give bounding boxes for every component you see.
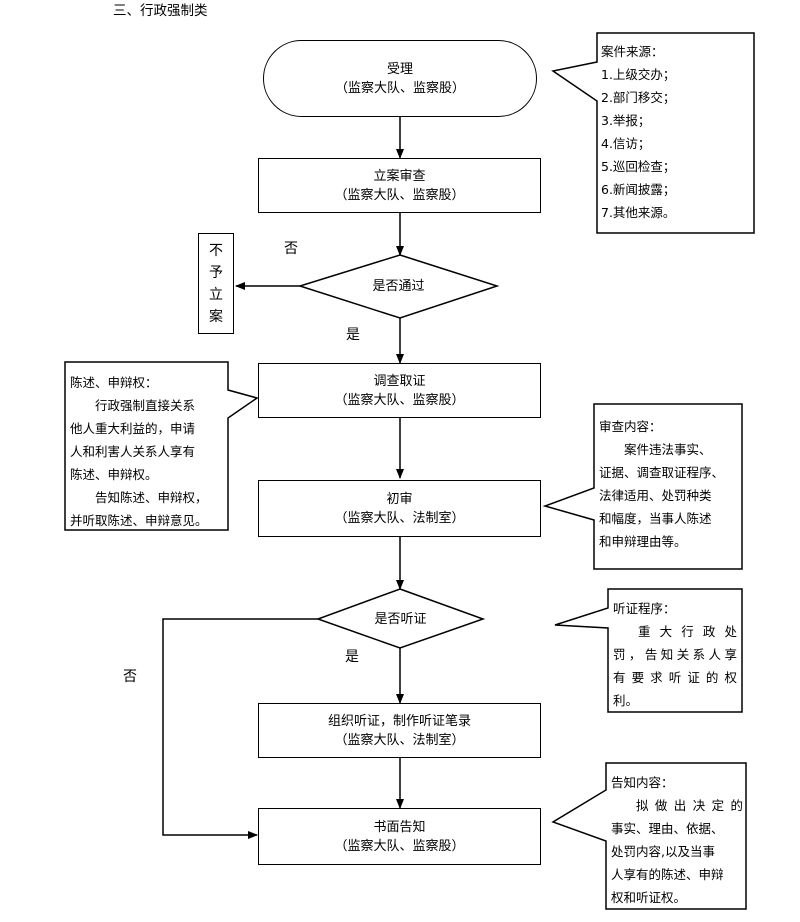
node-investigate: 调查取证 （监察大队、监察股）: [258, 363, 541, 418]
edge-label-no-hearing: 否: [123, 669, 137, 685]
note-notice-content: 告知内容： 拟做出决定的 事实、理由、依据、 处罚内容,以及当事 人享有的陈述、…: [611, 771, 743, 909]
note-hearing-procedure-line: 利。: [613, 693, 639, 708]
note-hearing-procedure: 听证程序： 重大行政处 罚，告知关系人享 有要求听证的权 利。: [613, 597, 737, 712]
node-investigate-sub: （监察大队、监察股）: [334, 392, 465, 408]
note-review-content-line: 案件违法事实、: [624, 442, 712, 457]
note-case-source-item: 7.其他来源。: [601, 205, 676, 220]
node-investigate-title: 调查取证: [373, 373, 426, 389]
node-initial-review: 初审 （监察大队、法制室）: [258, 480, 541, 537]
callout-case-source: [551, 32, 755, 234]
node-reject-char: 予: [209, 264, 223, 281]
node-review: 立案审查 （监察大队、监察股）: [258, 158, 541, 213]
note-statement-line: 行政强制直接关系: [95, 398, 196, 413]
note-hearing-procedure-line: 罚，告知关系人享: [613, 647, 737, 662]
node-organize-hearing-sub: （监察大队、法制室）: [334, 732, 465, 748]
node-organize-hearing-title: 组织听证，制作听证笔录: [327, 713, 471, 729]
callout-notice-content: [551, 762, 747, 910]
node-initial-review-sub: （监察大队、法制室）: [334, 510, 465, 526]
page-title: 三、行政强制类: [113, 3, 208, 19]
note-case-source-item: 5.巡回检查；: [601, 159, 676, 174]
callout-hearing-procedure: [554, 588, 743, 713]
note-case-source-item: 4.信访；: [601, 136, 651, 151]
note-statement-line: 并听取陈述、申辩意见。: [70, 513, 208, 528]
note-notice-content-line: 人享有的陈述、申辩: [611, 867, 724, 882]
note-statement: 陈述、申辩权： 行政强制直接关系 他人重大利益的，申请 人和利害人关系人享有 陈…: [70, 371, 225, 532]
note-review-content-title: 审查内容：: [599, 419, 662, 434]
node-review-title: 立案审查: [373, 168, 426, 184]
note-notice-content-line: 处罚内容,以及当事: [611, 844, 715, 859]
note-statement-line: 人和利害人关系人享有: [70, 444, 196, 459]
node-reject-char: 不: [209, 242, 223, 259]
note-notice-content-line: 权和听证权。: [611, 890, 687, 905]
callout-review-content: [542, 403, 743, 570]
node-written-notice-title: 书面告知: [373, 819, 426, 835]
note-case-source-item: 6.新闻披露；: [601, 182, 676, 197]
node-reject: 不 予 立 案: [198, 233, 234, 334]
node-accept-title: 受理: [386, 61, 413, 77]
edge-label-yes-pass: 是: [346, 327, 360, 343]
node-initial-review-title: 初审: [386, 491, 413, 507]
note-review-content-line: 和申辩理由等。: [599, 534, 687, 549]
note-notice-content-line: 拟做出决定的: [636, 798, 743, 813]
callout-statement: [64, 361, 259, 531]
note-statement-title: 陈述、申辩权：: [70, 375, 158, 390]
note-case-source-item: 1.上级交办；: [601, 67, 676, 82]
note-notice-content-line: 事实、理由、依据、: [611, 821, 724, 836]
note-case-source-title: 案件来源：: [601, 44, 664, 59]
note-review-content: 审查内容： 案件违法事实、 证据、调查取证程序、 法律适用、处罚种类 和幅度，当…: [599, 415, 739, 553]
note-notice-content-title: 告知内容：: [611, 775, 674, 790]
note-statement-line: 告知陈述、申辩权，: [95, 490, 208, 505]
note-review-content-line: 证据、调查取证程序、: [599, 465, 725, 480]
note-statement-line: 陈述、申辩权。: [70, 467, 158, 482]
arrow-hearing-no-to-notice: [162, 618, 318, 839]
node-accept-sub: （监察大队、监察股）: [334, 80, 465, 96]
note-statement-line: 他人重大利益的，申请: [70, 421, 196, 436]
decision-hearing-diamond: [315, 588, 486, 649]
node-accept: 受理 （监察大队、监察股）: [263, 40, 537, 117]
decision-pass-label: 是否通过: [372, 279, 425, 294]
note-hearing-procedure-line: 有要求听证的权: [613, 670, 737, 685]
note-review-content-line: 法律适用、处罚种类: [599, 488, 712, 503]
node-written-notice: 书面告知 （监察大队、监察股）: [258, 808, 541, 865]
decision-pass-diamond: [297, 254, 500, 319]
node-reject-char: 案: [209, 308, 223, 325]
note-hearing-procedure-title: 听证程序：: [613, 601, 676, 616]
note-review-content-line: 和幅度，当事人陈述: [599, 511, 712, 526]
note-case-source: 案件来源： 1.上级交办； 2.部门移交； 3.举报； 4.信访； 5.巡回检查…: [601, 40, 749, 224]
edge-label-no-pass: 否: [284, 241, 298, 257]
note-case-source-item: 2.部门移交；: [601, 90, 676, 105]
node-review-sub: （监察大队、监察股）: [334, 187, 465, 203]
note-case-source-item: 3.举报；: [601, 113, 651, 128]
node-organize-hearing: 组织听证，制作听证笔录 （监察大队、法制室）: [258, 703, 541, 758]
note-hearing-procedure-line: 重大行政处: [638, 624, 737, 639]
decision-hearing-label: 是否听证: [374, 612, 427, 627]
node-reject-char: 立: [209, 286, 223, 303]
node-written-notice-sub: （监察大队、监察股）: [334, 838, 465, 854]
edge-label-yes-hearing: 是: [345, 649, 359, 665]
